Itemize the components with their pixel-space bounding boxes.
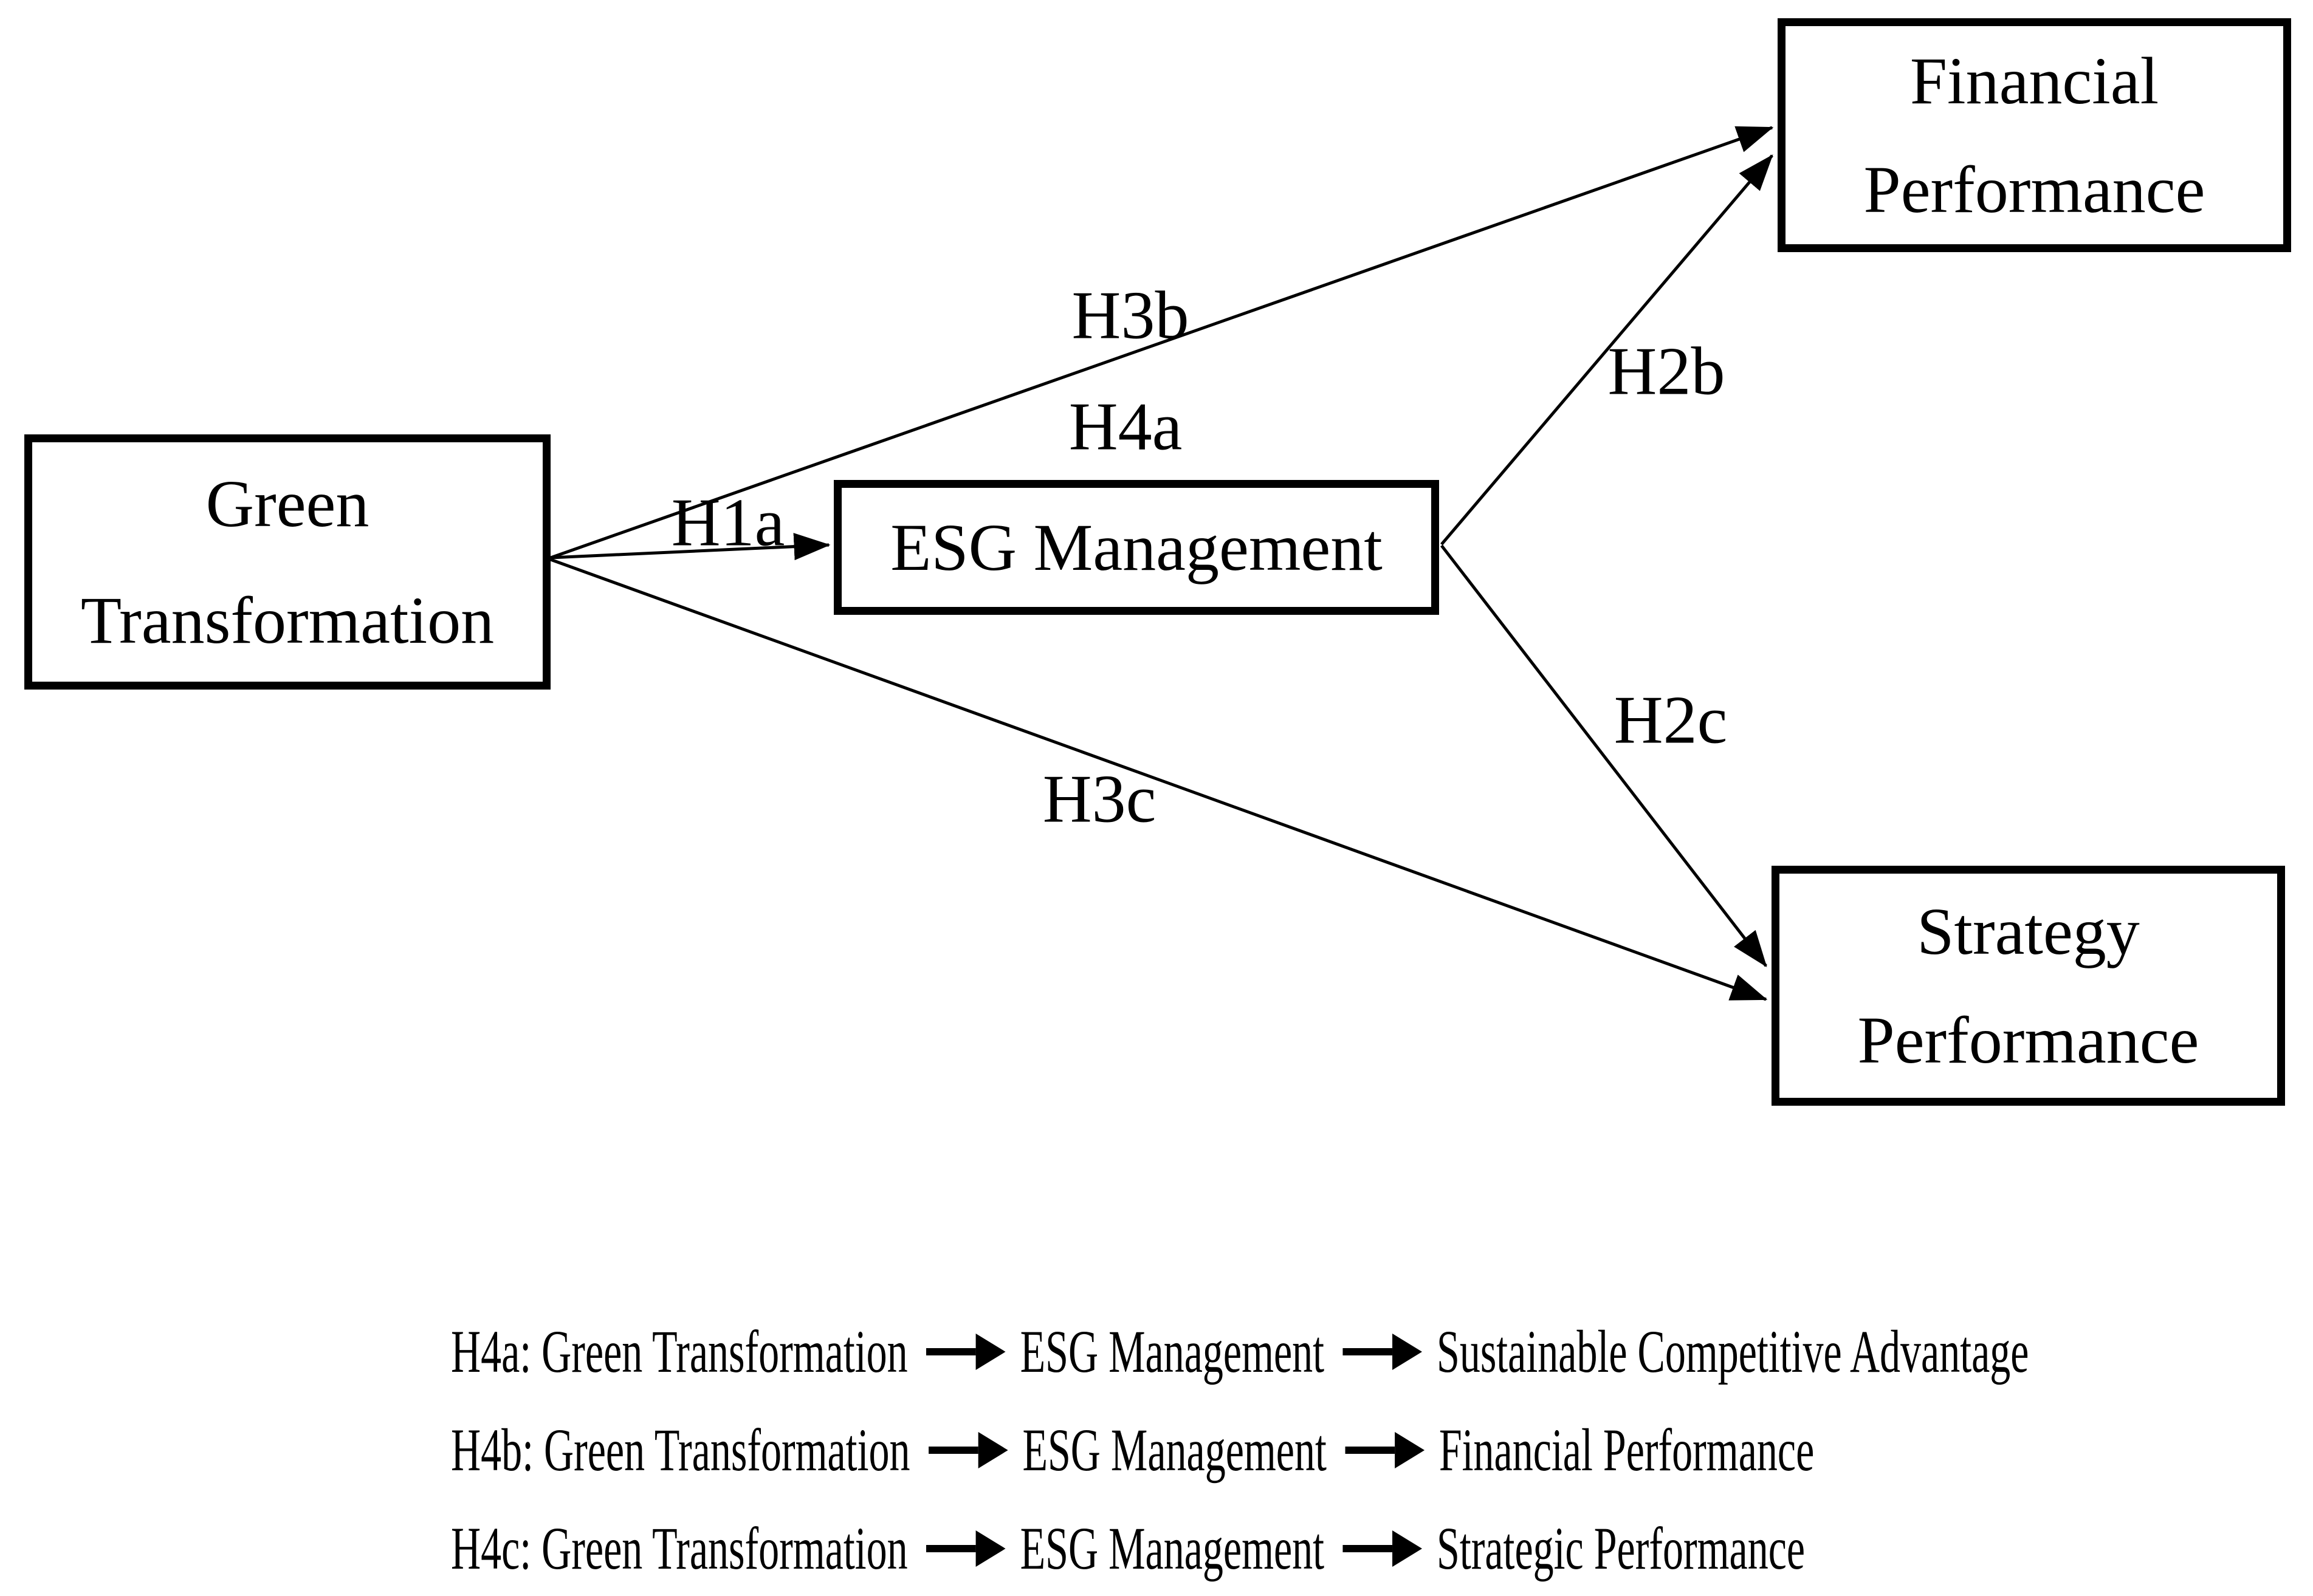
green-transformation-label-line1: Green bbox=[205, 466, 369, 541]
path-label-h3b: H3b bbox=[1071, 278, 1189, 354]
right-arrow-icon bbox=[1342, 1334, 1423, 1370]
path-label-h2c: H2c bbox=[1614, 682, 1728, 758]
arrow-head bbox=[1392, 1334, 1423, 1370]
arrow-head bbox=[978, 1432, 1008, 1468]
legend-row-h4b: H4b: Green Transformation ESG Management… bbox=[451, 1411, 1814, 1490]
arrow-shaft bbox=[1342, 1545, 1393, 1552]
path-label-h2b: H2b bbox=[1607, 334, 1725, 409]
arrow-shaft bbox=[929, 1447, 978, 1454]
legend-h4c-source: H4c: Green Transformation bbox=[451, 1515, 908, 1582]
h2b-arrow bbox=[1440, 154, 1773, 546]
arrow-head bbox=[1395, 1432, 1425, 1468]
arrow-head bbox=[975, 1530, 1006, 1567]
right-arrow-icon bbox=[926, 1530, 1006, 1567]
green-transformation-box: Green Transformation bbox=[24, 434, 551, 690]
legend-h4c-mediator: ESG Management bbox=[1020, 1515, 1325, 1582]
right-arrow-icon bbox=[926, 1334, 1006, 1370]
legend-h4b-source: H4b: Green Transformation bbox=[451, 1416, 910, 1484]
legend-row-h4a: H4a: Green Transformation ESG Management… bbox=[451, 1312, 2029, 1391]
esg-management-box: ESG Management bbox=[834, 480, 1439, 615]
right-arrow-icon bbox=[1345, 1432, 1425, 1468]
h1a-arrow bbox=[550, 533, 831, 561]
legend-h4a-outcome: Sustainable Competitive Advantage bbox=[1437, 1318, 2029, 1385]
arrow-head bbox=[1392, 1530, 1423, 1567]
legend-h4b-outcome: Financial Performance bbox=[1438, 1416, 1815, 1484]
arrow-shaft bbox=[926, 1348, 976, 1355]
legend-h4a-source: H4a: Green Transformation bbox=[451, 1318, 908, 1385]
path-label-h1a: H1a bbox=[671, 485, 785, 561]
green-transformation-label-line2: Transformation bbox=[80, 583, 495, 657]
strategy-performance-label-line2: Performance bbox=[1857, 1002, 2199, 1077]
legend-row-h4c: H4c: Green Transformation ESG Management… bbox=[451, 1509, 1805, 1588]
arrow-shaft bbox=[1342, 1348, 1393, 1355]
h3c-arrow bbox=[550, 558, 1768, 1001]
arrow-shaft bbox=[926, 1545, 976, 1552]
financial-performance-label-line1: Financial bbox=[1909, 44, 2159, 118]
h2c-arrow bbox=[1440, 544, 1767, 967]
arrow-shaft bbox=[1345, 1447, 1395, 1454]
strategy-performance-box: Strategy Performance bbox=[1772, 866, 2285, 1106]
legend-h4a-mediator: ESG Management bbox=[1020, 1318, 1325, 1385]
legend-h4c-outcome: Strategic Performance bbox=[1437, 1515, 1806, 1582]
strategy-performance-label-line1: Strategy bbox=[1917, 894, 2140, 968]
right-arrow-icon bbox=[929, 1432, 1008, 1468]
financial-performance-label-line2: Performance bbox=[1863, 152, 2205, 227]
legend-h4b-mediator: ESG Management bbox=[1022, 1416, 1327, 1484]
path-label-h4a: H4a bbox=[1068, 389, 1183, 465]
arrow-head bbox=[975, 1334, 1006, 1370]
esg-management-label: ESG Management bbox=[890, 510, 1383, 584]
financial-performance-box: Financial Performance bbox=[1778, 18, 2291, 252]
h3b-arrow bbox=[550, 126, 1774, 560]
right-arrow-icon bbox=[1342, 1530, 1423, 1567]
path-label-h3c: H3c bbox=[1042, 761, 1156, 837]
